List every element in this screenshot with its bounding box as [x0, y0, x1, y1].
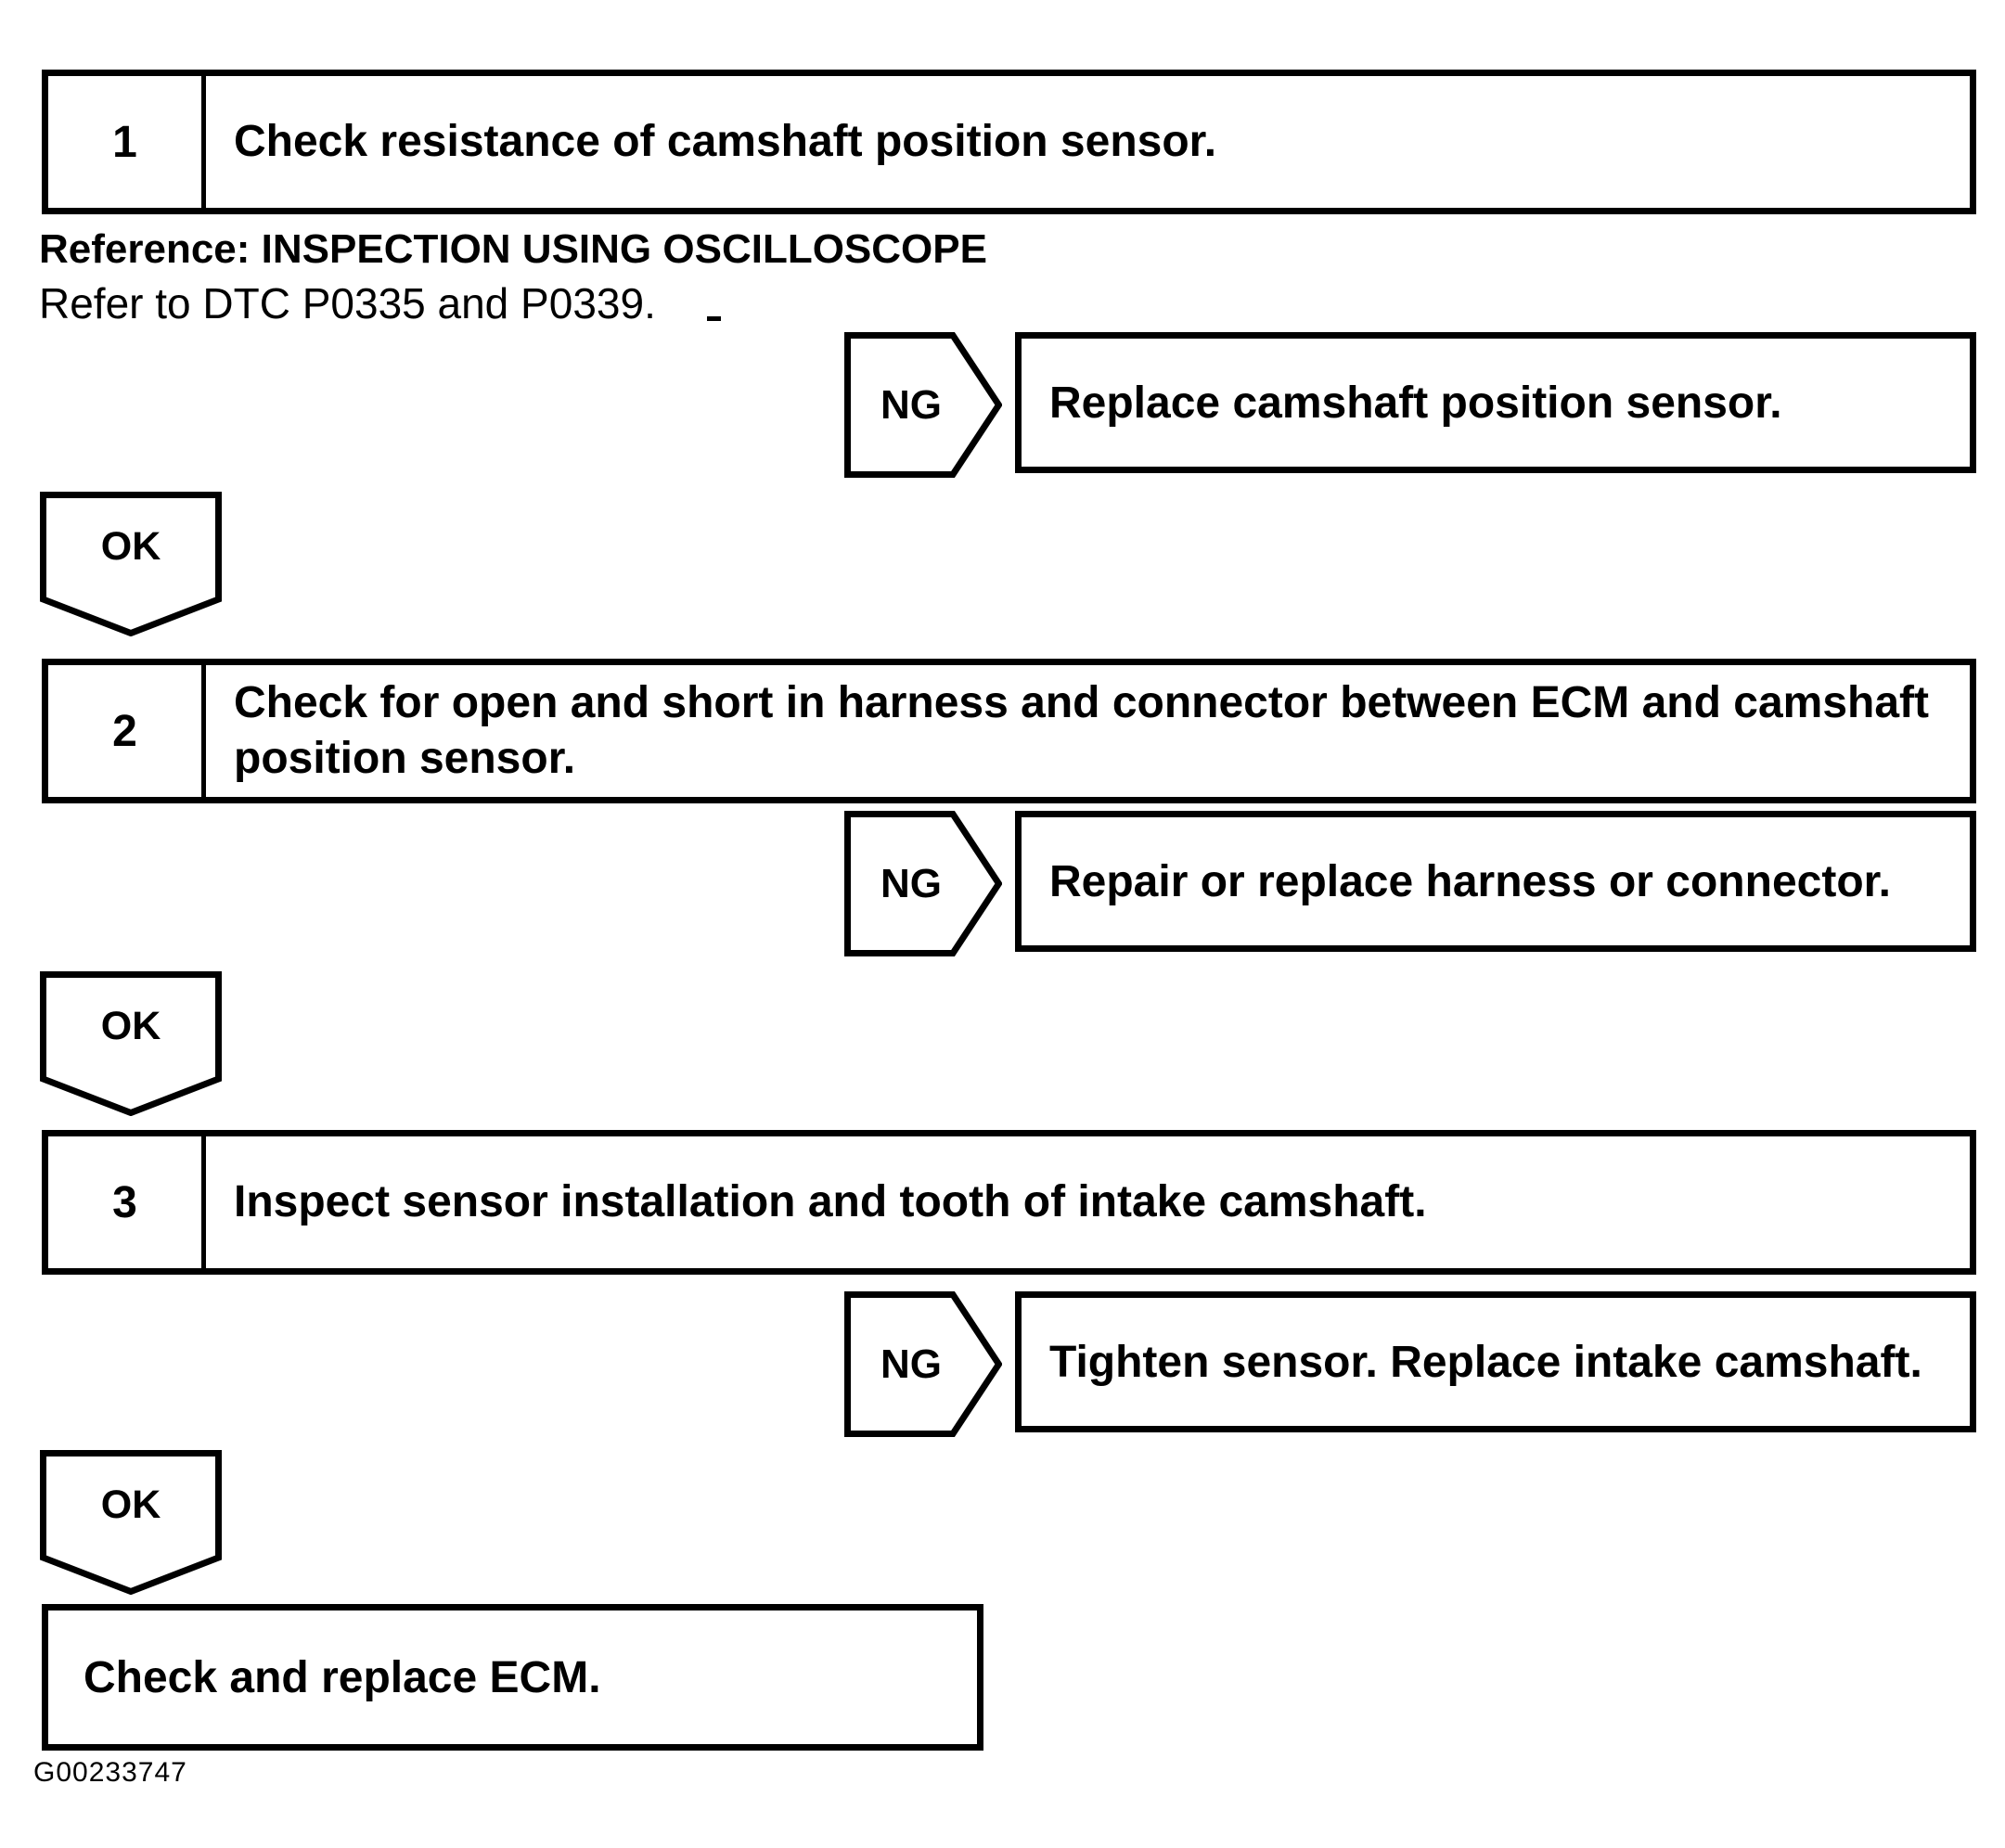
- ok-label: OK: [100, 1003, 161, 1048]
- ok-pentagon-icon: [40, 1450, 222, 1595]
- ng-result-text-1: Replace camshaft position sensor.: [1049, 378, 1782, 428]
- ng-pentagon-icon: [844, 332, 1002, 478]
- ok-connector-3: OK: [40, 1450, 222, 1595]
- reference-heading: Reference: INSPECTION USING OSCILLOSCOPE: [39, 226, 987, 272]
- scan-artifact-dash: [707, 316, 721, 321]
- ng-result-box-1: Replace camshaft position sensor.: [1015, 332, 1976, 473]
- step-1-number: 1: [48, 76, 206, 208]
- ok-connector-2: OK: [40, 971, 222, 1116]
- ok-label: OK: [100, 523, 161, 569]
- ng-connector-2: NG: [844, 811, 1002, 956]
- final-action-text: Check and replace ECM.: [84, 1652, 601, 1702]
- final-action-box: Check and replace ECM.: [42, 1604, 983, 1751]
- step-3-instruction: Inspect sensor installation and tooth of…: [234, 1177, 1427, 1226]
- ng-label: NG: [880, 381, 942, 428]
- step-box-3: 3 Inspect sensor installation and tooth …: [42, 1130, 1976, 1275]
- step-1-instruction: Check resistance of camshaft position se…: [234, 117, 1217, 166]
- ng-result-box-2: Repair or replace harness or connector.: [1015, 811, 1976, 952]
- step-box-2: 2 Check for open and short in harness an…: [42, 659, 1976, 803]
- ng-label: NG: [880, 1341, 942, 1387]
- ng-label: NG: [880, 860, 942, 906]
- figure-code: G00233747: [33, 1757, 187, 1788]
- ng-result-text-2: Repair or replace harness or connector.: [1049, 856, 1892, 906]
- ok-pentagon-icon: [40, 492, 222, 636]
- ok-label: OK: [100, 1482, 161, 1527]
- step-3-number: 3: [48, 1136, 206, 1268]
- reference-note: Refer to DTC P0335 and P0339.: [39, 279, 656, 327]
- step-2-instruction: Check for open and short in harness and …: [234, 678, 1929, 783]
- ng-pentagon-icon: [844, 1291, 1002, 1437]
- ng-result-box-3: Tighten sensor. Replace intake camshaft.: [1015, 1291, 1976, 1432]
- step-2-number: 2: [48, 665, 206, 797]
- ng-result-text-3: Tighten sensor. Replace intake camshaft.: [1049, 1337, 1922, 1387]
- ng-pentagon-icon: [844, 811, 1002, 956]
- ng-connector-3: NG: [844, 1291, 1002, 1437]
- step-box-1: 1 Check resistance of camshaft position …: [42, 70, 1976, 214]
- ng-connector-1: NG: [844, 332, 1002, 478]
- ok-pentagon-icon: [40, 971, 222, 1116]
- ok-connector-1: OK: [40, 492, 222, 636]
